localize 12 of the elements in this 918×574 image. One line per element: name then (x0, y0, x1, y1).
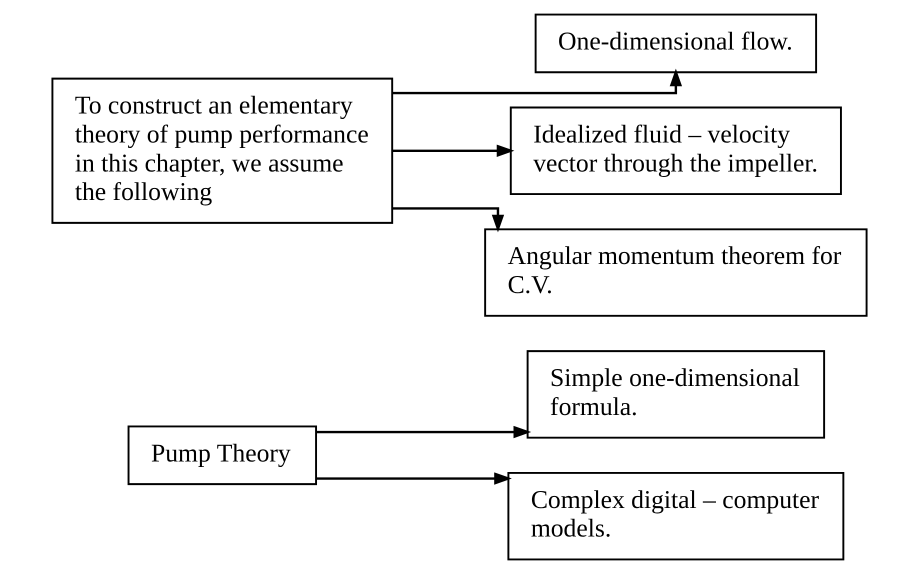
arrow (392, 144, 514, 157)
arrow (392, 207, 504, 232)
node-box: One-dimensional flow. (534, 14, 817, 74)
arrow (392, 68, 682, 94)
arrow (316, 426, 531, 438)
node-box: Angular momentum theorem for C.V. (484, 228, 868, 317)
arrow (316, 472, 512, 485)
node-box: Complex digital – computer models. (506, 472, 844, 560)
node-box: Simple one-dimensional formula. (526, 350, 825, 439)
node-box: Pump Theory (127, 425, 317, 486)
node-box: Idealized fluid – velocity vector through the impeller. (509, 106, 842, 195)
node-box: To construct an elementary theory of pump performance in this chapter, we assume the following (50, 78, 393, 224)
